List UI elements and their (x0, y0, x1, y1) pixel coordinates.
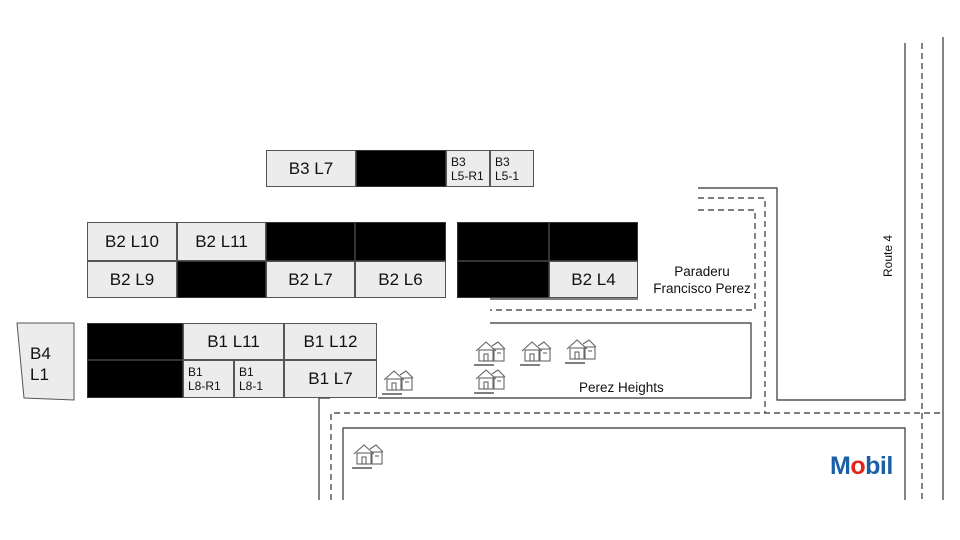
service-centerline (698, 197, 766, 413)
house-icon (520, 341, 552, 366)
lot-b1-l7[interactable]: B1 L7 (284, 360, 377, 398)
lower-centerline (330, 412, 943, 500)
lot-label: B2 L11 (195, 231, 248, 251)
subdivision-label: Perez Heights (579, 380, 664, 395)
paradero-label: Paraderu Francisco Perez (653, 264, 751, 296)
lot-b1-taken[interactable] (87, 323, 183, 360)
lower-road-edge (342, 427, 906, 500)
lot-b2-taken[interactable] (355, 222, 446, 261)
lot-label: B3 L5-1 (495, 154, 520, 183)
lot-label: B2 L10 (105, 231, 159, 251)
lot-label: B2 L9 (109, 269, 155, 289)
lot-label: B1 L12 (303, 331, 358, 351)
lot-label: B1 L8-R1 (188, 365, 221, 393)
lot-b2-taken[interactable] (457, 222, 549, 261)
lot-b4-l1[interactable]: B4 L1 (16, 322, 76, 401)
lot-label: B2 L7 (288, 269, 333, 289)
house-icon (352, 444, 384, 469)
lot-b2-l6[interactable]: B2 L6 (355, 261, 446, 298)
lot-b2-taken[interactable] (457, 261, 549, 298)
route4-west-edge (698, 43, 906, 401)
lot-b3-taken[interactable] (356, 150, 446, 187)
house-icon (382, 370, 414, 395)
lot-b2-taken[interactable] (266, 222, 355, 261)
lot-b1-l12[interactable]: B1 L12 (284, 323, 377, 360)
lot-label: B3 L7 (288, 158, 334, 178)
lot-label: B1 L8-1 (239, 365, 264, 393)
lot-label: B4 L1 (30, 344, 51, 384)
access-road-top (378, 322, 752, 399)
lot-b3-l5-1[interactable]: B3 L5-1 (490, 150, 534, 187)
lot-b2-l9[interactable]: B2 L9 (87, 261, 177, 298)
mobil-logo: Mobil (830, 452, 893, 480)
lot-b3-l7[interactable]: B3 L7 (266, 150, 356, 187)
house-icon (474, 369, 506, 394)
lot-label: B2 L4 (571, 269, 616, 289)
lot-b2-taken[interactable] (549, 222, 638, 261)
lot-b4-shape (16, 322, 75, 401)
lot-b2-l4[interactable]: B2 L4 (549, 261, 638, 298)
lot-label: B1 L11 (207, 331, 260, 351)
house-icon (474, 341, 506, 366)
lot-label: B3 L5-R1 (451, 154, 484, 183)
house-icon (565, 339, 597, 364)
route-label: Route 4 (881, 234, 895, 277)
lot-b2-l10[interactable]: B2 L10 (87, 222, 177, 261)
lot-b2-taken[interactable] (177, 261, 266, 298)
lot-b3-l5-r1[interactable]: B3 L5-R1 (446, 150, 490, 187)
lot-b1-l8-1[interactable]: B1 L8-1 (234, 360, 284, 398)
lot-b1-l11[interactable]: B1 L11 (183, 323, 284, 360)
lot-label: B1 L7 (308, 369, 353, 388)
lot-b1-taken[interactable] (87, 360, 183, 398)
lot-b1-l8-r1[interactable]: B1 L8-R1 (183, 360, 234, 398)
left-road-edge (318, 397, 330, 500)
lot-b2-l7[interactable]: B2 L7 (266, 261, 355, 298)
lot-label: B2 L6 (378, 269, 423, 289)
lot-b2-l11[interactable]: B2 L11 (177, 222, 266, 261)
